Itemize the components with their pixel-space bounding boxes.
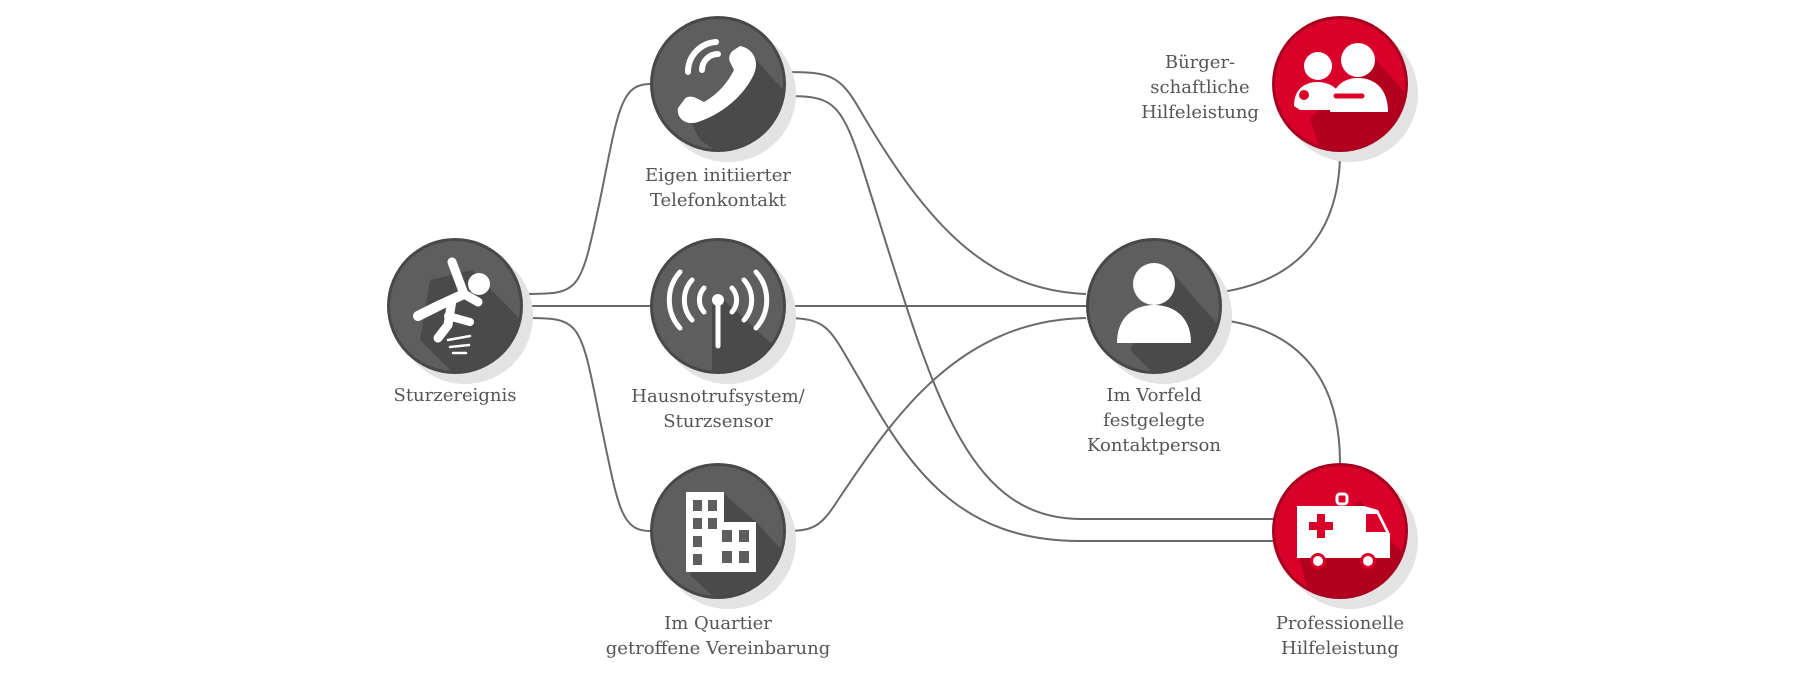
label-line: Im Quartier <box>664 613 772 634</box>
node-sturzereignis <box>387 238 533 384</box>
label-sturzereignis: Sturzereignis <box>393 383 516 408</box>
label-quartier: Im Quartier getroffene Vereinbarung <box>606 611 830 661</box>
edge-telefon-kontakt <box>785 71 1087 295</box>
node-hausnotruf <box>650 238 796 384</box>
edge-quartier-kontakt <box>785 317 1087 532</box>
label-line: Bürger- <box>1164 52 1236 73</box>
label-kontaktperson: Im Vorfeld festgelegte Kontaktperson <box>1087 383 1221 458</box>
label-line: Kontaktperson <box>1087 435 1221 456</box>
node-buergerschaftlich <box>1272 16 1418 162</box>
label-line: Im Vorfeld <box>1106 385 1202 406</box>
helping-people-icon <box>1294 43 1388 112</box>
falling-person-icon <box>413 257 490 355</box>
node-professionell <box>1272 463 1418 609</box>
building-icon <box>686 492 756 572</box>
label-professionell: Professionelle Hilfeleistung <box>1276 611 1404 661</box>
label-line: festgelegte <box>1103 410 1205 431</box>
edge-sturz-telefon <box>522 83 651 295</box>
edge-layer <box>522 71 1341 542</box>
edge-telefon-professionell <box>785 95 1275 520</box>
label-line: Telefonkontakt <box>649 190 787 211</box>
label-hausnotruf: Hausnotrufsystem/ Sturzsensor <box>631 384 804 434</box>
edge-kontakt-professionell <box>1221 319 1341 464</box>
ambulance-icon <box>1297 492 1390 569</box>
edge-kontakt-buerger <box>1221 151 1341 293</box>
label-line: Hausnotrufsystem/ <box>631 386 805 407</box>
edge-sturz-quartier <box>522 317 651 532</box>
label-line: schaftliche <box>1150 77 1250 98</box>
label-buergerschaftlich: Bürger- schaftliche Hilfeleistung <box>1141 50 1259 125</box>
label-line: Professionelle <box>1275 613 1405 634</box>
label-line: Hilfeleistung <box>1281 638 1399 659</box>
label-line: Sturzsensor <box>663 411 773 432</box>
antenna-icon <box>666 269 770 349</box>
node-kontaktperson <box>1086 238 1232 384</box>
label-line: Eigen initiierter <box>645 165 791 186</box>
node-quartier <box>650 463 796 609</box>
label-line: Sturzereignis <box>393 385 517 406</box>
person-icon <box>1117 263 1191 343</box>
label-line: getroffene Vereinbarung <box>605 638 831 659</box>
phone-icon <box>677 39 757 124</box>
label-line: Hilfeleistung <box>1141 102 1259 123</box>
node-telefonkontakt <box>650 16 796 162</box>
label-telefonkontakt: Eigen initiierter Telefonkontakt <box>645 163 791 213</box>
edge-hausnotruf-professionell <box>785 317 1275 542</box>
